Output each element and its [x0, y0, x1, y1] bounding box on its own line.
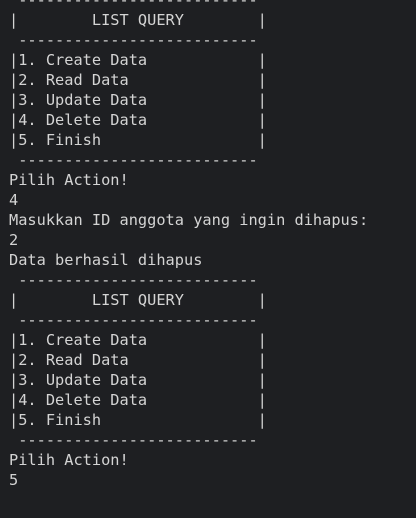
menu-option-update: |3. Update Data | [9, 371, 267, 389]
menu-option-delete: |4. Delete Data | [9, 111, 267, 129]
menu-option-update: |3. Update Data | [9, 91, 267, 109]
menu-option-read: |2. Read Data | [9, 71, 267, 89]
menu-option-create: |1. Create Data | [9, 51, 267, 69]
menu-option-create: |1. Create Data | [9, 331, 267, 349]
menu-title: | LIST QUERY | [9, 291, 267, 309]
id-prompt: Masukkan ID anggota yang ingin dihapus: [9, 211, 369, 229]
menu-border: -------------------------- [9, 311, 258, 329]
action-input: 4 [9, 191, 19, 209]
menu-border-bottom: -------------------------- [9, 151, 258, 169]
menu-option-finish: |5. Finish | [9, 131, 267, 149]
menu-border-top: -------------------------- [9, 271, 258, 289]
menu-option-read: |2. Read Data | [9, 351, 267, 369]
menu-border-top: -------------------------- [9, 0, 258, 9]
menu-border: -------------------------- [9, 31, 258, 49]
id-input: 2 [9, 231, 19, 249]
menu-border-bottom: -------------------------- [9, 431, 258, 449]
menu-option-finish: |5. Finish | [9, 411, 267, 429]
menu-title: | LIST QUERY | [9, 11, 267, 29]
action-input: 5 [9, 471, 19, 489]
menu-option-delete: |4. Delete Data | [9, 391, 267, 409]
action-prompt: Pilih Action! [9, 171, 129, 189]
action-prompt: Pilih Action! [9, 451, 129, 469]
delete-result-message: Data berhasil dihapus [9, 251, 203, 269]
